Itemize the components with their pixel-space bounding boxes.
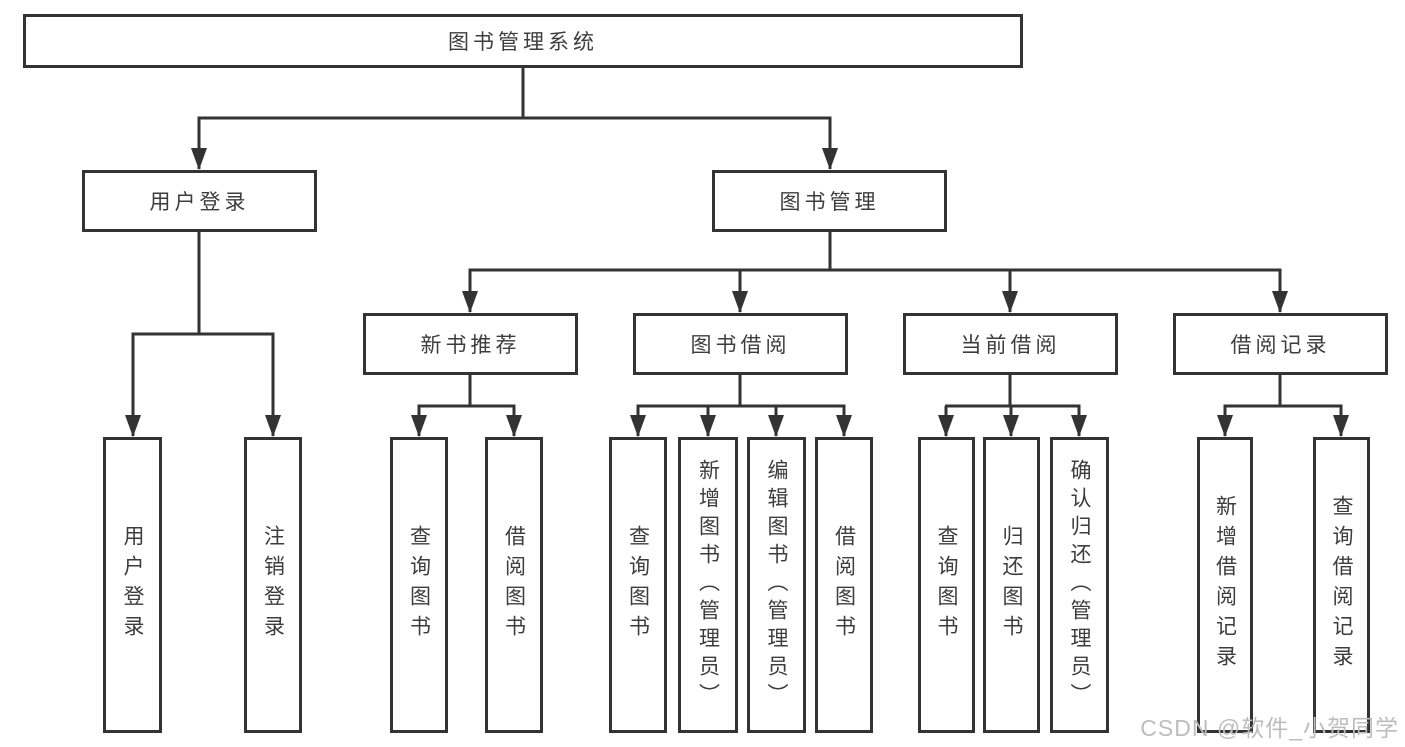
leaf-cb-confirm-return-admin-label: 确认归还（管理员） (1068, 459, 1091, 711)
leaf-user-login-label: 用户登录 (121, 525, 144, 645)
node-root: 图书管理系统 (23, 14, 1023, 68)
leaf-bb-edit-books-admin-label: 编辑图书（管理员） (765, 459, 788, 711)
node-current-borrow: 当前借阅 (903, 313, 1118, 375)
leaf-bb-query-books-label: 查询图书 (626, 525, 650, 645)
node-current-borrow-label: 当前借阅 (960, 334, 1061, 357)
leaf-cb-return-books-label: 归还图书 (1000, 525, 1023, 645)
leaf-bb-add-books-admin: 新增图书（管理员） (678, 437, 738, 733)
node-book-borrow-label: 图书借阅 (690, 334, 791, 357)
node-borrow-records: 借阅记录 (1173, 313, 1388, 375)
leaf-br-query-record-label: 查询借阅记录 (1330, 495, 1353, 675)
leaf-cb-return-books: 归还图书 (983, 437, 1040, 733)
leaf-cb-query-books-label: 查询图书 (935, 525, 958, 645)
leaf-br-add-record: 新增借阅记录 (1197, 437, 1253, 733)
node-borrow-records-label: 借阅记录 (1230, 334, 1331, 357)
leaf-bb-borrow-books: 借阅图书 (815, 437, 873, 733)
leaf-bb-query-books: 查询图书 (609, 437, 667, 733)
leaf-br-add-record-label: 新增借阅记录 (1213, 495, 1237, 675)
leaf-nbr-borrow-books: 借阅图书 (485, 437, 543, 733)
leaf-bb-edit-books-admin: 编辑图书（管理员） (747, 437, 806, 733)
leaf-cb-confirm-return-admin: 确认归还（管理员） (1050, 437, 1109, 733)
node-book-borrow: 图书借阅 (633, 313, 848, 375)
node-book-management-label: 图书管理 (779, 191, 880, 214)
leaf-logout: 注销登录 (244, 437, 302, 733)
leaf-cb-query-books: 查询图书 (918, 437, 975, 733)
node-user-login-label: 用户登录 (149, 191, 250, 214)
leaf-bb-add-books-admin-label: 新增图书（管理员） (696, 459, 720, 711)
node-new-book-recommend: 新书推荐 (363, 313, 578, 375)
leaf-user-login: 用户登录 (103, 437, 162, 733)
node-user-login: 用户登录 (82, 170, 317, 232)
leaf-br-query-record: 查询借阅记录 (1313, 437, 1370, 733)
leaf-bb-borrow-books-label: 借阅图书 (832, 525, 856, 645)
node-new-book-recommend-label: 新书推荐 (420, 334, 521, 357)
leaf-nbr-query-books: 查询图书 (390, 437, 448, 733)
watermark: CSDN @软件_小贺同学 (1140, 715, 1399, 741)
leaf-nbr-query-books-label: 查询图书 (407, 525, 431, 645)
leaf-nbr-borrow-books-label: 借阅图书 (502, 525, 526, 645)
node-root-label: 图书管理系统 (448, 31, 598, 54)
node-book-management: 图书管理 (712, 170, 947, 232)
leaf-logout-label: 注销登录 (261, 525, 285, 645)
